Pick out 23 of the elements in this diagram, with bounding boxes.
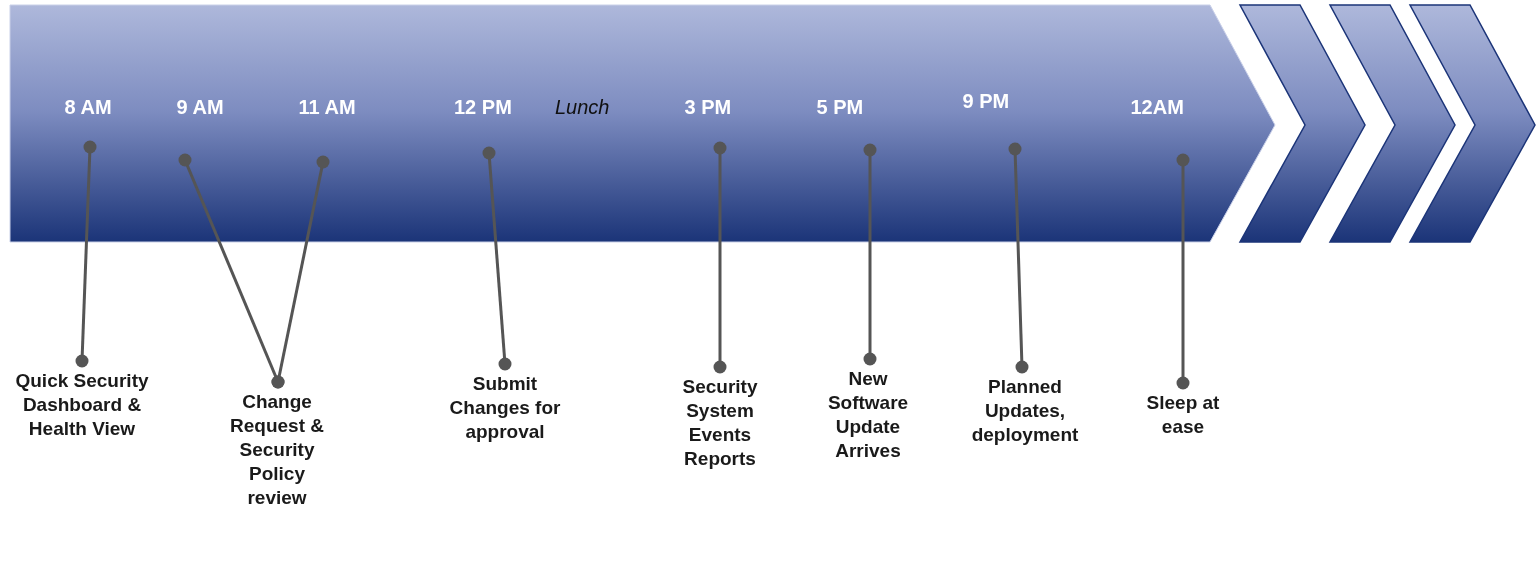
event-description: Submit Changes for approval: [445, 364, 565, 444]
leader-line: [1176, 153, 1190, 390]
leader-line: [75, 140, 97, 368]
leader-line: [713, 141, 727, 374]
time-label: 9 PM: [962, 90, 1019, 149]
time-label: 12AM: [1130, 96, 1187, 160]
time-label: 12 PM: [454, 96, 512, 153]
leader-line: [863, 143, 877, 366]
time-label: 11 AM: [298, 96, 356, 162]
event-description: New Software Update Arrives: [813, 359, 923, 463]
event-description: Sleep at ease: [1128, 383, 1238, 439]
event-description: Security System Events Reports: [665, 367, 775, 471]
event-description: Quick Security Dashboard & Health View: [7, 361, 157, 441]
time-label: 5 PM: [816, 96, 874, 150]
event-description: Planned Updates, deployment: [950, 367, 1100, 447]
leader-line: [482, 146, 512, 371]
leader-line: [271, 155, 330, 389]
event-description: Change Request & Security Policy review: [217, 382, 337, 510]
leader-line: [1008, 142, 1029, 374]
time-label: 9 AM: [176, 96, 224, 160]
time-label: 3 PM: [684, 96, 732, 148]
break-label: Lunch: [555, 96, 610, 119]
time-label: 8 AM: [64, 96, 112, 147]
